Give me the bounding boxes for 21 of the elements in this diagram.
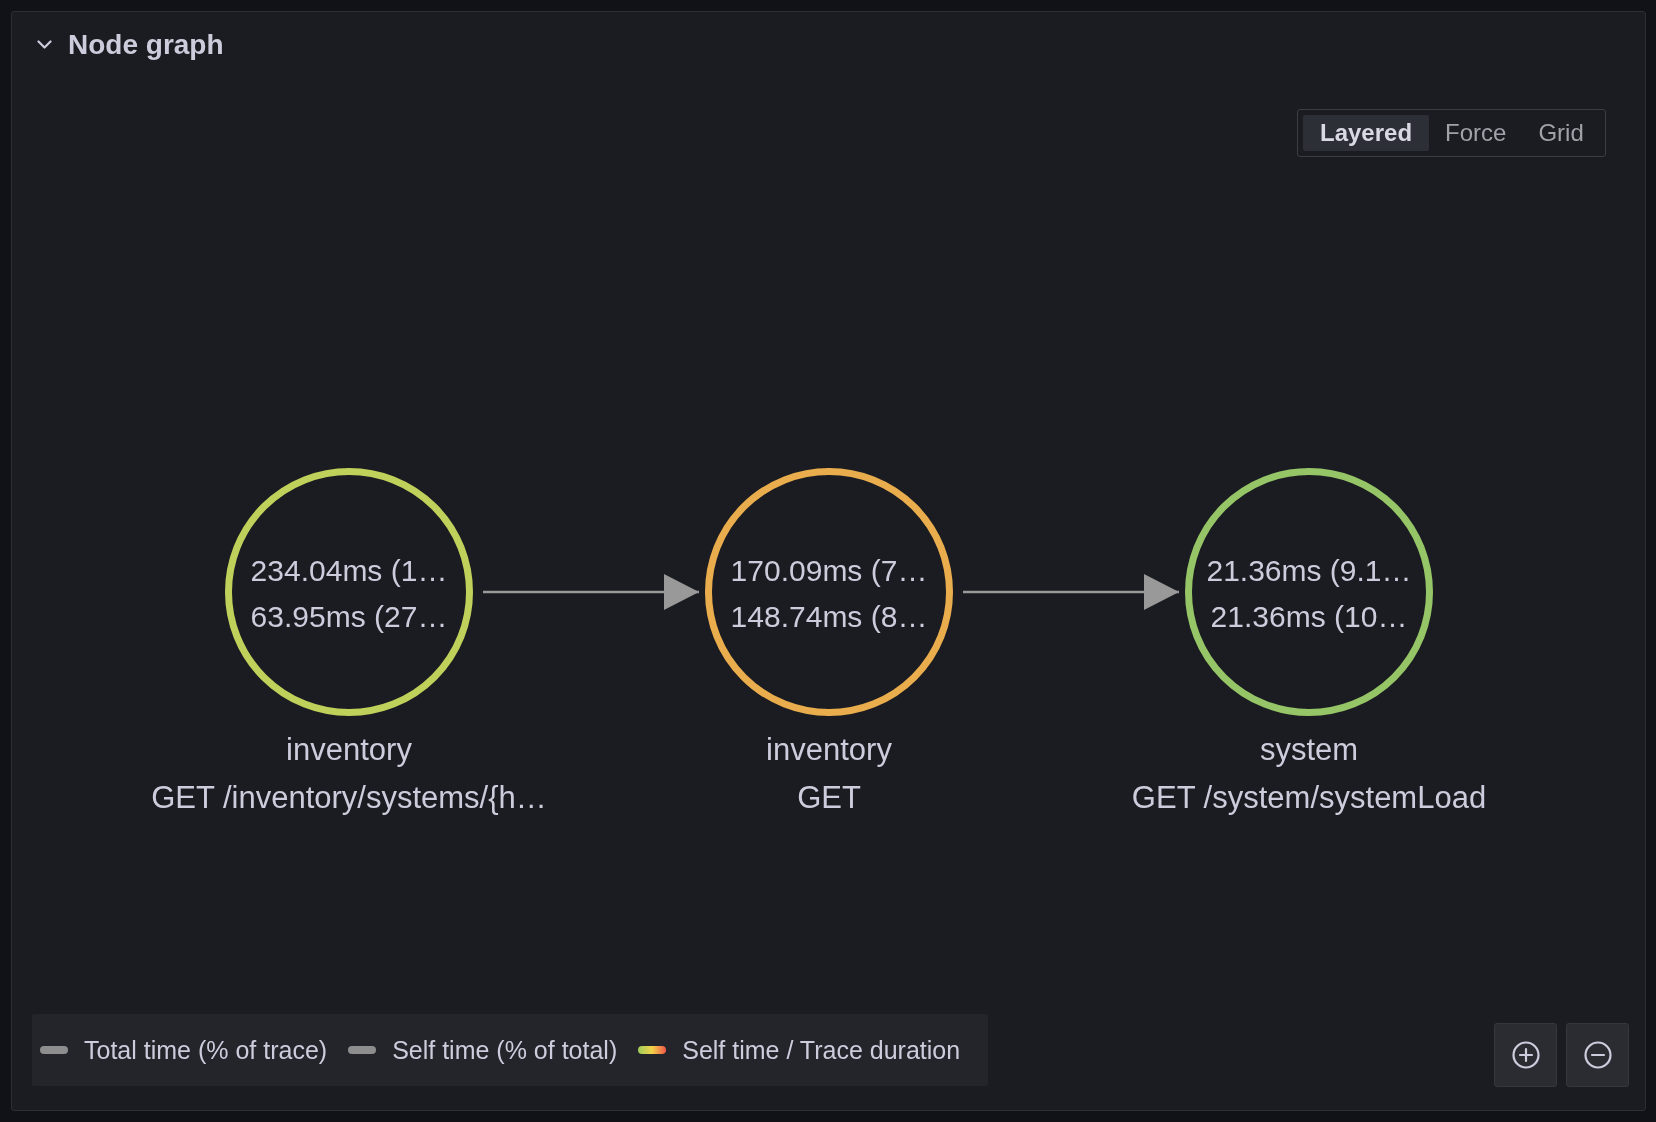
arrow <box>483 574 699 610</box>
service-name: inventory <box>766 732 892 768</box>
service-name: system <box>1259 732 1359 768</box>
operation-name: GET /system/systemLoad <box>1131 780 1487 816</box>
operation-name: GET /inventory/systems/{h… <box>151 780 547 816</box>
service-name: inventory <box>286 732 412 768</box>
legend-text: Self time / Trace duration <box>682 1035 961 1065</box>
self-time-value: 63.95ms (27… <box>250 599 448 635</box>
total-time-value: 21.36ms (9.1… <box>1206 553 1412 589</box>
panel-title: Node graph <box>68 28 224 62</box>
legend-text: Self time (% of total) <box>392 1035 618 1065</box>
legend-text: Total time (% of trace) <box>84 1035 328 1065</box>
layout-tab: Force <box>1429 115 1523 151</box>
arrow <box>963 574 1179 610</box>
layout-tab: Grid <box>1522 115 1600 151</box>
operation-name: GET <box>797 780 861 816</box>
total-time-value: 170.09ms (7… <box>730 553 928 589</box>
layout-tab: Layered <box>1303 115 1430 151</box>
total-time-value: 234.04ms (1… <box>250 553 448 589</box>
self-time-value: 21.36ms (10… <box>1210 599 1408 635</box>
self-time-value: 148.74ms (8… <box>730 599 928 635</box>
